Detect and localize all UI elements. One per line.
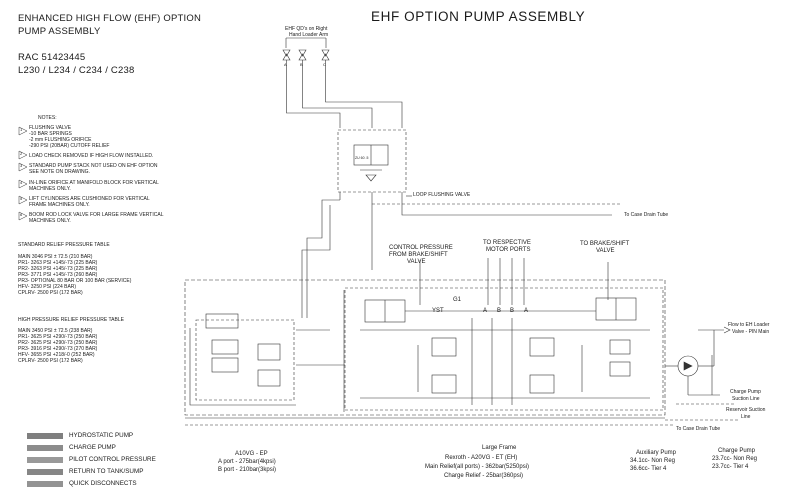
label-loop-flushing: LOOP FLUSHING VALVE [413,192,471,198]
label-charge-suction-2: Suction Line [732,396,760,402]
note-num-1: 1 [20,127,23,132]
label-yst: YST [432,308,444,314]
label-port-b-2: B [510,308,515,314]
legend-row-charge: CHARGE PUMP [27,444,116,451]
label-main-relief: Main Relief(all ports) - 362bar(5250psi) [425,464,530,470]
notes-heading: NOTES: [38,115,57,121]
high-table: MAIN 3450 PSI ± 72.5 (238 BAR)PR1- 3625 … [18,328,98,364]
note-num-4: 4 [20,180,23,185]
label-respective-2: MOTOR PORTS [486,247,531,253]
note-3: STANDARD PUMP STACK NOT USED ON EHF OPTI… [29,163,158,175]
label-qd-right: EHF QD's on Right [285,26,328,32]
header-line-1: ENHANCED HIGH FLOW (EHF) OPTION [18,13,202,24]
label-port-b-top: B [300,62,303,67]
label-flush-code: ZU 60 .5 [355,156,369,160]
standard-table-heading: STANDARD RELIEF PRESSURE TABLE [18,242,110,248]
label-flow-eh: Flow to EH Loader [728,322,770,328]
label-charge-2: 23.7cc- Tier 4 [712,464,749,470]
note-num-2: 2 [20,151,23,156]
label-charge-1: 23.7cc- Non Reg [712,456,758,462]
quick-disconnect-b [298,49,307,98]
label-control-pressure-2: FROM BRAKE/SHIFT [389,252,448,258]
label-a10vg: A10VG - EP [235,451,268,457]
label-reservoir: Reservoir Suction [726,407,766,413]
label-control-pressure-3: VALVE [407,259,426,265]
rac-number: RAC 51423445 [18,52,86,63]
legend-swatch [27,432,63,439]
note-num-5: 5 [20,196,23,201]
label-reservoir-2: Line [741,414,751,420]
label-brake-shift-2: VALVE [596,248,615,254]
label-case-drain-top: To Case Drain Tube [624,212,669,218]
label-a-port: A port - 275bar(4kpsi) [218,459,276,465]
label-port-b-1: B [497,308,502,314]
high-table-heading: HIGH PRESSURE RELIEF PRESSURE TABLE [18,317,124,323]
note-4: IN-LINE ORIFICE AT MANIFOLD BLOCK FOR VE… [29,180,159,192]
note-1: FLUSHING VALVE-10 BAR SPRINGS -2 mm FLUS… [29,125,110,149]
label-qd-right-2: Hand Loader Arm [289,32,329,38]
label-port-a-1: A [483,308,488,314]
note-5: LIFT CYLINDERS ARE CUSHIONED FOR VERTICA… [29,196,150,208]
label-aux-1: 34.1cc- Non Reg [630,458,676,464]
label-g1: G1 [453,297,462,303]
legend-swatch [27,480,63,487]
label-port-c-top: C [323,62,326,67]
standard-table: MAIN 3046 PSI ± 72.5 (210 BAR)PR1- 3263 … [18,254,132,296]
label-large-frame: Large Frame [482,445,517,451]
header-line-2: PUMP ASSEMBLY [18,26,101,37]
quick-disconnect-c [321,49,330,90]
note-2: LOAD CHECK REMOVED IF HIGH FLOW INSTALLE… [29,153,154,159]
label-b-port: B port - 210bar(3kpsi) [218,467,277,473]
label-port-a-top: A [284,62,287,67]
legend-row-quick-disconnects: QUICK DISCONNECTS [27,480,137,487]
legend-swatch [27,444,63,451]
label-flow-eh-2: Valve - PIN Main [732,329,770,335]
legend-swatch [27,456,63,463]
label-rexroth: Rexroth - A20VG - ET (EH) [445,455,518,461]
note-num-6: 6 [20,212,23,217]
legend-row-return: RETURN TO TANK/SUMP [27,468,143,475]
label-charge-pump: Charge Pump [718,448,756,454]
label-charge-suction: Charge Pump [730,389,761,395]
label-respective: TO RESPECTIVE [483,240,531,246]
model-list: L230 / L234 / C234 / C238 [18,65,135,76]
legend-row-pilot: PILOT CONTROL PRESSURE [27,456,156,463]
label-aux-2: 36.6cc- Tier 4 [630,466,667,472]
label-case-drain-bottom: To Case Drain Tube [676,426,721,432]
label-charge-relief: Charge Relief - 25bar(360psi) [444,473,524,479]
label-aux-pump: Auxiliary Pump [636,450,677,456]
label-port-a-2: A [524,308,529,314]
quick-disconnect-a [282,49,291,105]
legend-row-hydrostatic: HYDROSTATIC PUMP [27,432,133,439]
legend-swatch [27,468,63,475]
label-brake-shift: TO BRAKE/SHIFT [580,241,630,247]
note-6: BOOM ROD LOCK VALVE FOR LARGE FRAME VERT… [29,212,164,224]
note-num-3: 3 [20,163,23,168]
diagram-title: EHF OPTION PUMP ASSEMBLY [371,9,586,24]
label-control-pressure: CONTROL PRESSURE [389,245,453,251]
